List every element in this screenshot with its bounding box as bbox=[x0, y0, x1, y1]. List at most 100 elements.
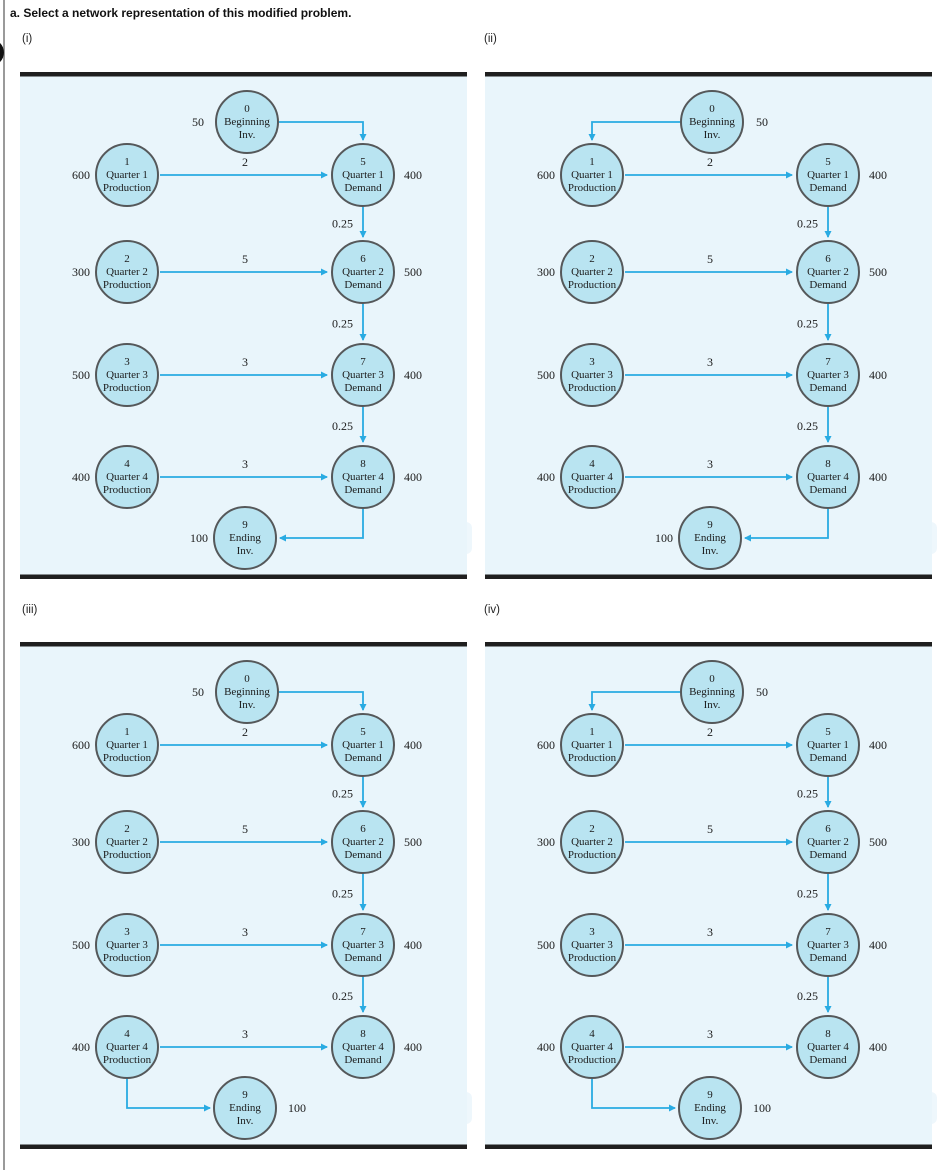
node-quarter4-demand-line2: Demand bbox=[344, 484, 382, 496]
node-quarter4-production-line2: Production bbox=[103, 1054, 152, 1066]
node-quarter2-production-circle bbox=[560, 810, 624, 874]
question-title: a. Select a network representation of th… bbox=[10, 6, 352, 20]
demand-quarter3: 400 bbox=[869, 938, 887, 952]
cost-quarter1: 2 bbox=[707, 155, 713, 169]
node-quarter3-demand-number: 7 bbox=[360, 356, 366, 368]
cost-quarter2: 5 bbox=[242, 252, 248, 266]
node-quarter2-demand-line1: Quarter 2 bbox=[342, 266, 384, 278]
panel-background bbox=[20, 646, 467, 1145]
node-quarter4-demand-number: 8 bbox=[360, 458, 366, 470]
node-quarter3-demand-circle bbox=[331, 343, 395, 407]
supply-quarter1: 600 bbox=[72, 168, 90, 182]
node-quarter4-demand-line2: Demand bbox=[809, 1054, 847, 1066]
node-beginning-inv-line1: Beginning bbox=[689, 686, 735, 698]
node-ending-inv-line2: Inv. bbox=[237, 1115, 254, 1127]
supply-beginning-inv: 50 bbox=[756, 685, 768, 699]
node-beginning-inv-line2: Inv. bbox=[704, 699, 721, 711]
node-quarter1-demand-line2: Demand bbox=[809, 182, 847, 194]
cost-quarter4: 3 bbox=[707, 1027, 713, 1041]
node-quarter4-demand-number: 8 bbox=[360, 1028, 366, 1040]
node-ending-inv-line2: Inv. bbox=[702, 545, 719, 557]
node-quarter3-demand-line2: Demand bbox=[344, 952, 382, 964]
node-quarter1-production-line1: Quarter 1 bbox=[106, 169, 148, 181]
node-beginning-inv-circle bbox=[215, 660, 279, 724]
node-quarter1-production-line1: Quarter 1 bbox=[571, 169, 613, 181]
carry-cost-quarter1-to-2: 0.25 bbox=[332, 787, 353, 801]
node-quarter4-production-line2: Production bbox=[568, 484, 617, 496]
node-quarter2-production-number: 2 bbox=[124, 823, 130, 835]
node-quarter2-production-line1: Quarter 2 bbox=[106, 836, 148, 848]
supply-quarter1: 600 bbox=[72, 738, 90, 752]
demand-quarter4: 400 bbox=[869, 1040, 887, 1054]
supply-quarter2: 300 bbox=[537, 835, 555, 849]
node-quarter4-production-number: 4 bbox=[124, 1028, 130, 1040]
node-quarter4-demand-line1: Quarter 4 bbox=[807, 471, 849, 483]
node-ending-inv-circle bbox=[213, 1076, 277, 1140]
panel-background bbox=[485, 646, 932, 1145]
cost-quarter1: 2 bbox=[242, 155, 248, 169]
node-ending-inv-number: 9 bbox=[707, 519, 713, 531]
node-quarter3-production-circle bbox=[95, 343, 159, 407]
node-quarter1-production-line2: Production bbox=[568, 752, 617, 764]
amount-ending-inv: 100 bbox=[753, 1101, 771, 1115]
panel-top-rule bbox=[485, 72, 932, 77]
node-quarter1-demand-line2: Demand bbox=[344, 182, 382, 194]
node-quarter4-production-line2: Production bbox=[103, 484, 152, 496]
node-quarter2-demand-line2: Demand bbox=[809, 849, 847, 861]
demand-quarter4: 400 bbox=[404, 1040, 422, 1054]
node-quarter4-production-circle bbox=[95, 445, 159, 509]
node-quarter3-production-line1: Quarter 3 bbox=[571, 939, 613, 951]
node-quarter3-demand-number: 7 bbox=[825, 356, 831, 368]
node-quarter2-demand-line2: Demand bbox=[809, 279, 847, 291]
supply-quarter3: 500 bbox=[72, 368, 90, 382]
supply-quarter4: 400 bbox=[72, 470, 90, 484]
node-quarter1-demand-circle bbox=[796, 713, 860, 777]
node-quarter1-demand-line1: Quarter 1 bbox=[807, 739, 849, 751]
node-quarter1-production-line2: Production bbox=[568, 182, 617, 194]
node-beginning-inv-line2: Inv. bbox=[704, 129, 721, 141]
node-beginning-inv-line1: Beginning bbox=[689, 116, 735, 128]
supply-quarter3: 500 bbox=[72, 938, 90, 952]
node-quarter4-demand-number: 8 bbox=[825, 1028, 831, 1040]
node-quarter3-demand-number: 7 bbox=[360, 926, 366, 938]
node-quarter3-demand-line2: Demand bbox=[809, 952, 847, 964]
amount-ending-inv: 100 bbox=[655, 531, 673, 545]
node-quarter2-demand-circle bbox=[331, 240, 395, 304]
node-quarter1-production-number: 1 bbox=[589, 726, 595, 738]
node-quarter1-production-line2: Production bbox=[103, 182, 152, 194]
node-quarter4-demand-number: 8 bbox=[825, 458, 831, 470]
node-quarter2-demand-number: 6 bbox=[825, 253, 831, 265]
node-beginning-inv-circle bbox=[215, 90, 279, 154]
supply-quarter1: 600 bbox=[537, 168, 555, 182]
demand-quarter2: 500 bbox=[869, 265, 887, 279]
carry-cost-quarter3-to-4: 0.25 bbox=[797, 419, 818, 433]
node-quarter1-production-circle bbox=[560, 713, 624, 777]
supply-quarter4: 400 bbox=[72, 1040, 90, 1054]
supply-quarter1: 600 bbox=[537, 738, 555, 752]
cost-quarter3: 3 bbox=[242, 925, 248, 939]
page-left-border bbox=[3, 0, 5, 1170]
amount-ending-inv: 100 bbox=[190, 531, 208, 545]
node-quarter4-demand-line1: Quarter 4 bbox=[342, 1041, 384, 1053]
panel-background bbox=[485, 76, 932, 575]
node-quarter3-production-line2: Production bbox=[103, 952, 152, 964]
node-quarter3-demand-line2: Demand bbox=[344, 382, 382, 394]
node-quarter4-production-line1: Quarter 4 bbox=[571, 1041, 613, 1053]
node-quarter1-demand-line1: Quarter 1 bbox=[342, 739, 384, 751]
